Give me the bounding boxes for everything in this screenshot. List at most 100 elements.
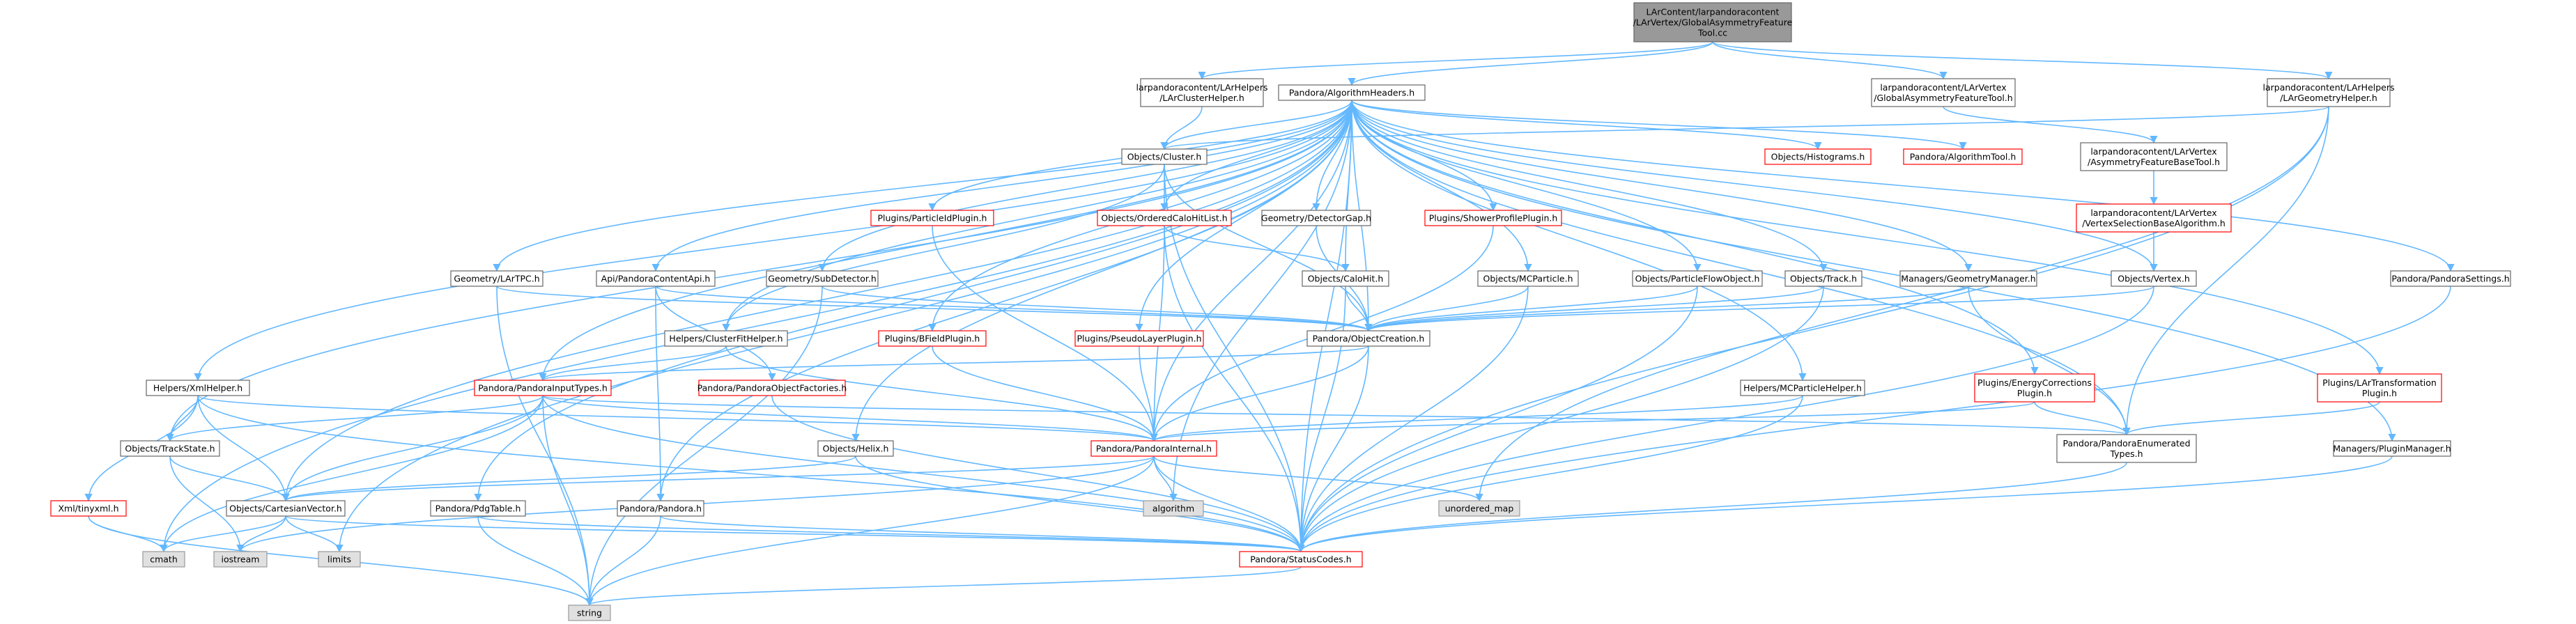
node-iostream: iostream	[213, 551, 268, 568]
edge-algheaders-to-trackstate	[166, 100, 1352, 442]
node-pidplugin[interactable]: Plugins/ParticleIdPlugin.h	[870, 210, 994, 226]
node-box	[430, 500, 526, 517]
node-label: cmath	[150, 554, 178, 565]
node-box	[2076, 203, 2232, 233]
node-histograms[interactable]: Objects/Histograms.h	[1764, 148, 1872, 165]
node-box	[142, 551, 185, 568]
edge-pseudolayer-to-internal	[1139, 345, 1158, 442]
edge-vertex-to-statuscodes	[1297, 286, 2154, 553]
node-cartesian[interactable]: Objects/CartesianVector.h	[226, 500, 346, 517]
node-label: Plugins/ShowerProfilePlugin.h	[1429, 213, 1558, 224]
node-helix[interactable]: Objects/Helix.h	[817, 440, 894, 457]
dependency-edges	[84, 41, 2455, 607]
node-xmlhelper[interactable]: Helpers/XmlHelper.h	[146, 380, 250, 396]
node-label: LArContent/larpandoracontent	[1646, 7, 1780, 17]
edge-algheaders-to-algtool	[1351, 100, 1967, 150]
edge-algheaders-to-clusterfit	[722, 100, 1352, 332]
node-inputtypes[interactable]: Pandora/PandoraInputTypes.h	[474, 380, 612, 396]
node-label: Objects/CaloHit.h	[1308, 274, 1384, 284]
node-label: Helpers/MCParticleHelper.h	[1743, 383, 1862, 393]
node-trackstate[interactable]: Objects/TrackState.h	[120, 440, 220, 457]
edge-algheaders-to-pandora	[656, 100, 1352, 502]
node-algtool[interactable]: Pandora/AlgorithmTool.h	[1903, 148, 2023, 165]
node-box	[50, 500, 127, 517]
node-label: Geometry/LArTPC.h	[454, 274, 539, 284]
edge-pluginmanager-to-statuscodes	[1297, 455, 2393, 553]
node-label: Plugins/LArTransformation	[2322, 377, 2437, 388]
edge-cartesian-to-limits	[285, 515, 344, 553]
node-box	[878, 330, 987, 347]
node-box	[2317, 373, 2442, 403]
node-track[interactable]: Objects/Track.h	[1784, 270, 1862, 287]
node-orderedcalo[interactable]: Objects/OrderedCaloHitList.h	[1097, 210, 1232, 226]
node-asymbase[interactable]: larpandoracontent/LArVertex/AsymmetryFea…	[2080, 142, 2228, 171]
node-subdetector[interactable]: Geometry/SubDetector.h	[766, 270, 879, 287]
node-settings[interactable]: Pandora/PandoraSettings.h	[2390, 270, 2511, 287]
node-contentapi[interactable]: Api/PandoraContentApi.h	[596, 270, 716, 287]
node-box	[1239, 551, 1363, 568]
node-geommanager[interactable]: Managers/GeometryManager.h	[1899, 270, 2037, 287]
node-algheaders[interactable]: Pandora/AlgorithmHeaders.h	[1278, 84, 1426, 101]
node-pdgtable[interactable]: Pandora/PdgTable.h	[430, 500, 526, 517]
edge-algheaders-to-track	[1351, 100, 1828, 272]
node-tinyxml[interactable]: Xml/tinyxml.h	[50, 500, 127, 517]
node-clusterfit[interactable]: Helpers/ClusterFitHelper.h	[664, 330, 788, 347]
node-box	[1302, 270, 1389, 287]
node-label: Pandora/PandoraEnumerated	[2062, 438, 2190, 448]
node-label: Objects/ParticleFlowObject.h	[1635, 274, 1760, 284]
edge-energycorr-to-enumerated	[2034, 401, 2131, 436]
node-gaft_h[interactable]: larpandoracontent/LArVertex/GlobalAsymme…	[1871, 78, 2016, 107]
node-box	[1121, 148, 1208, 165]
node-cluster[interactable]: Objects/Cluster.h	[1121, 148, 1208, 165]
node-box	[1632, 270, 1763, 287]
node-box	[596, 270, 716, 287]
node-pfo[interactable]: Objects/ParticleFlowObject.h	[1632, 270, 1763, 287]
node-label: Objects/CartesianVector.h	[229, 504, 342, 514]
edge-algheaders-to-cmath	[160, 100, 1352, 553]
node-bfield[interactable]: Plugins/BFieldPlugin.h	[878, 330, 987, 347]
node-box	[1899, 270, 2037, 287]
node-calohit[interactable]: Objects/CaloHit.h	[1302, 270, 1389, 287]
node-pluginmanager[interactable]: Managers/PluginManager.h	[2333, 440, 2451, 457]
edge-root-to-clusterhelper	[1198, 41, 1713, 80]
node-box	[1090, 440, 1217, 457]
edge-contentapi-to-pandora	[655, 286, 665, 502]
node-statuscodes[interactable]: Pandora/StatusCodes.h	[1239, 551, 1363, 568]
node-lartpc[interactable]: Geometry/LArTPC.h	[450, 270, 543, 287]
node-label: /LArClusterHelper.h	[1159, 93, 1244, 103]
node-label: Objects/Vertex.h	[2118, 274, 2190, 284]
node-clusterhelper[interactable]: larpandoracontent/LArHelpers/LArClusterH…	[1136, 78, 1268, 107]
node-root[interactable]: LArContent/larpandoracontent/LArVertex/G…	[1633, 2, 1793, 42]
edge-algheaders-to-vertex	[1351, 100, 2158, 272]
node-label: Objects/Histograms.h	[1771, 152, 1865, 162]
edge-objfactories-to-statuscodes	[771, 395, 1305, 553]
node-detgap[interactable]: Geometry/DetectorGap.h	[1261, 210, 1371, 226]
edge-algheaders-to-mcparticle	[1351, 100, 1532, 272]
node-label: Managers/PluginManager.h	[2333, 444, 2451, 454]
edge-algheaders-to-internal	[1150, 100, 1352, 442]
node-mcphelper[interactable]: Helpers/MCParticleHelper.h	[1740, 380, 1865, 396]
node-pseudolayer[interactable]: Plugins/PseudoLayerPlugin.h	[1074, 330, 1204, 347]
node-box	[1477, 270, 1579, 287]
node-label: larpandoracontent/LArVertex	[1880, 82, 2006, 93]
edge-root-to-geomhelper	[1712, 41, 2333, 80]
node-pandora[interactable]: Pandora/Pandora.h	[617, 500, 704, 517]
node-internal[interactable]: Pandora/PandoraInternal.h	[1090, 440, 1217, 457]
edge-clusterfit-to-inputtypes	[539, 345, 727, 382]
node-box	[2111, 270, 2197, 287]
node-box	[1871, 78, 2016, 107]
node-label: Pandora/PandoraInputTypes.h	[478, 383, 608, 393]
node-geomhelper[interactable]: larpandoracontent/LArHelpers/LArGeometry…	[2262, 78, 2395, 107]
node-label: larpandoracontent/LArVertex	[2090, 208, 2216, 218]
node-vertexsel[interactable]: larpandoracontent/LArVertex/VertexSelect…	[2076, 203, 2232, 233]
node-mcparticle[interactable]: Objects/MCParticle.h	[1477, 270, 1579, 287]
node-box	[1261, 210, 1371, 226]
node-vertex[interactable]: Objects/Vertex.h	[2111, 270, 2197, 287]
node-objcreation[interactable]: Pandora/ObjectCreation.h	[1306, 330, 1430, 347]
node-label: Managers/GeometryManager.h	[1901, 274, 2035, 284]
node-objfactories[interactable]: Pandora/PandoraObjectFactories.h	[697, 380, 847, 396]
node-showerplugin[interactable]: Plugins/ShowerProfilePlugin.h	[1424, 210, 1562, 226]
